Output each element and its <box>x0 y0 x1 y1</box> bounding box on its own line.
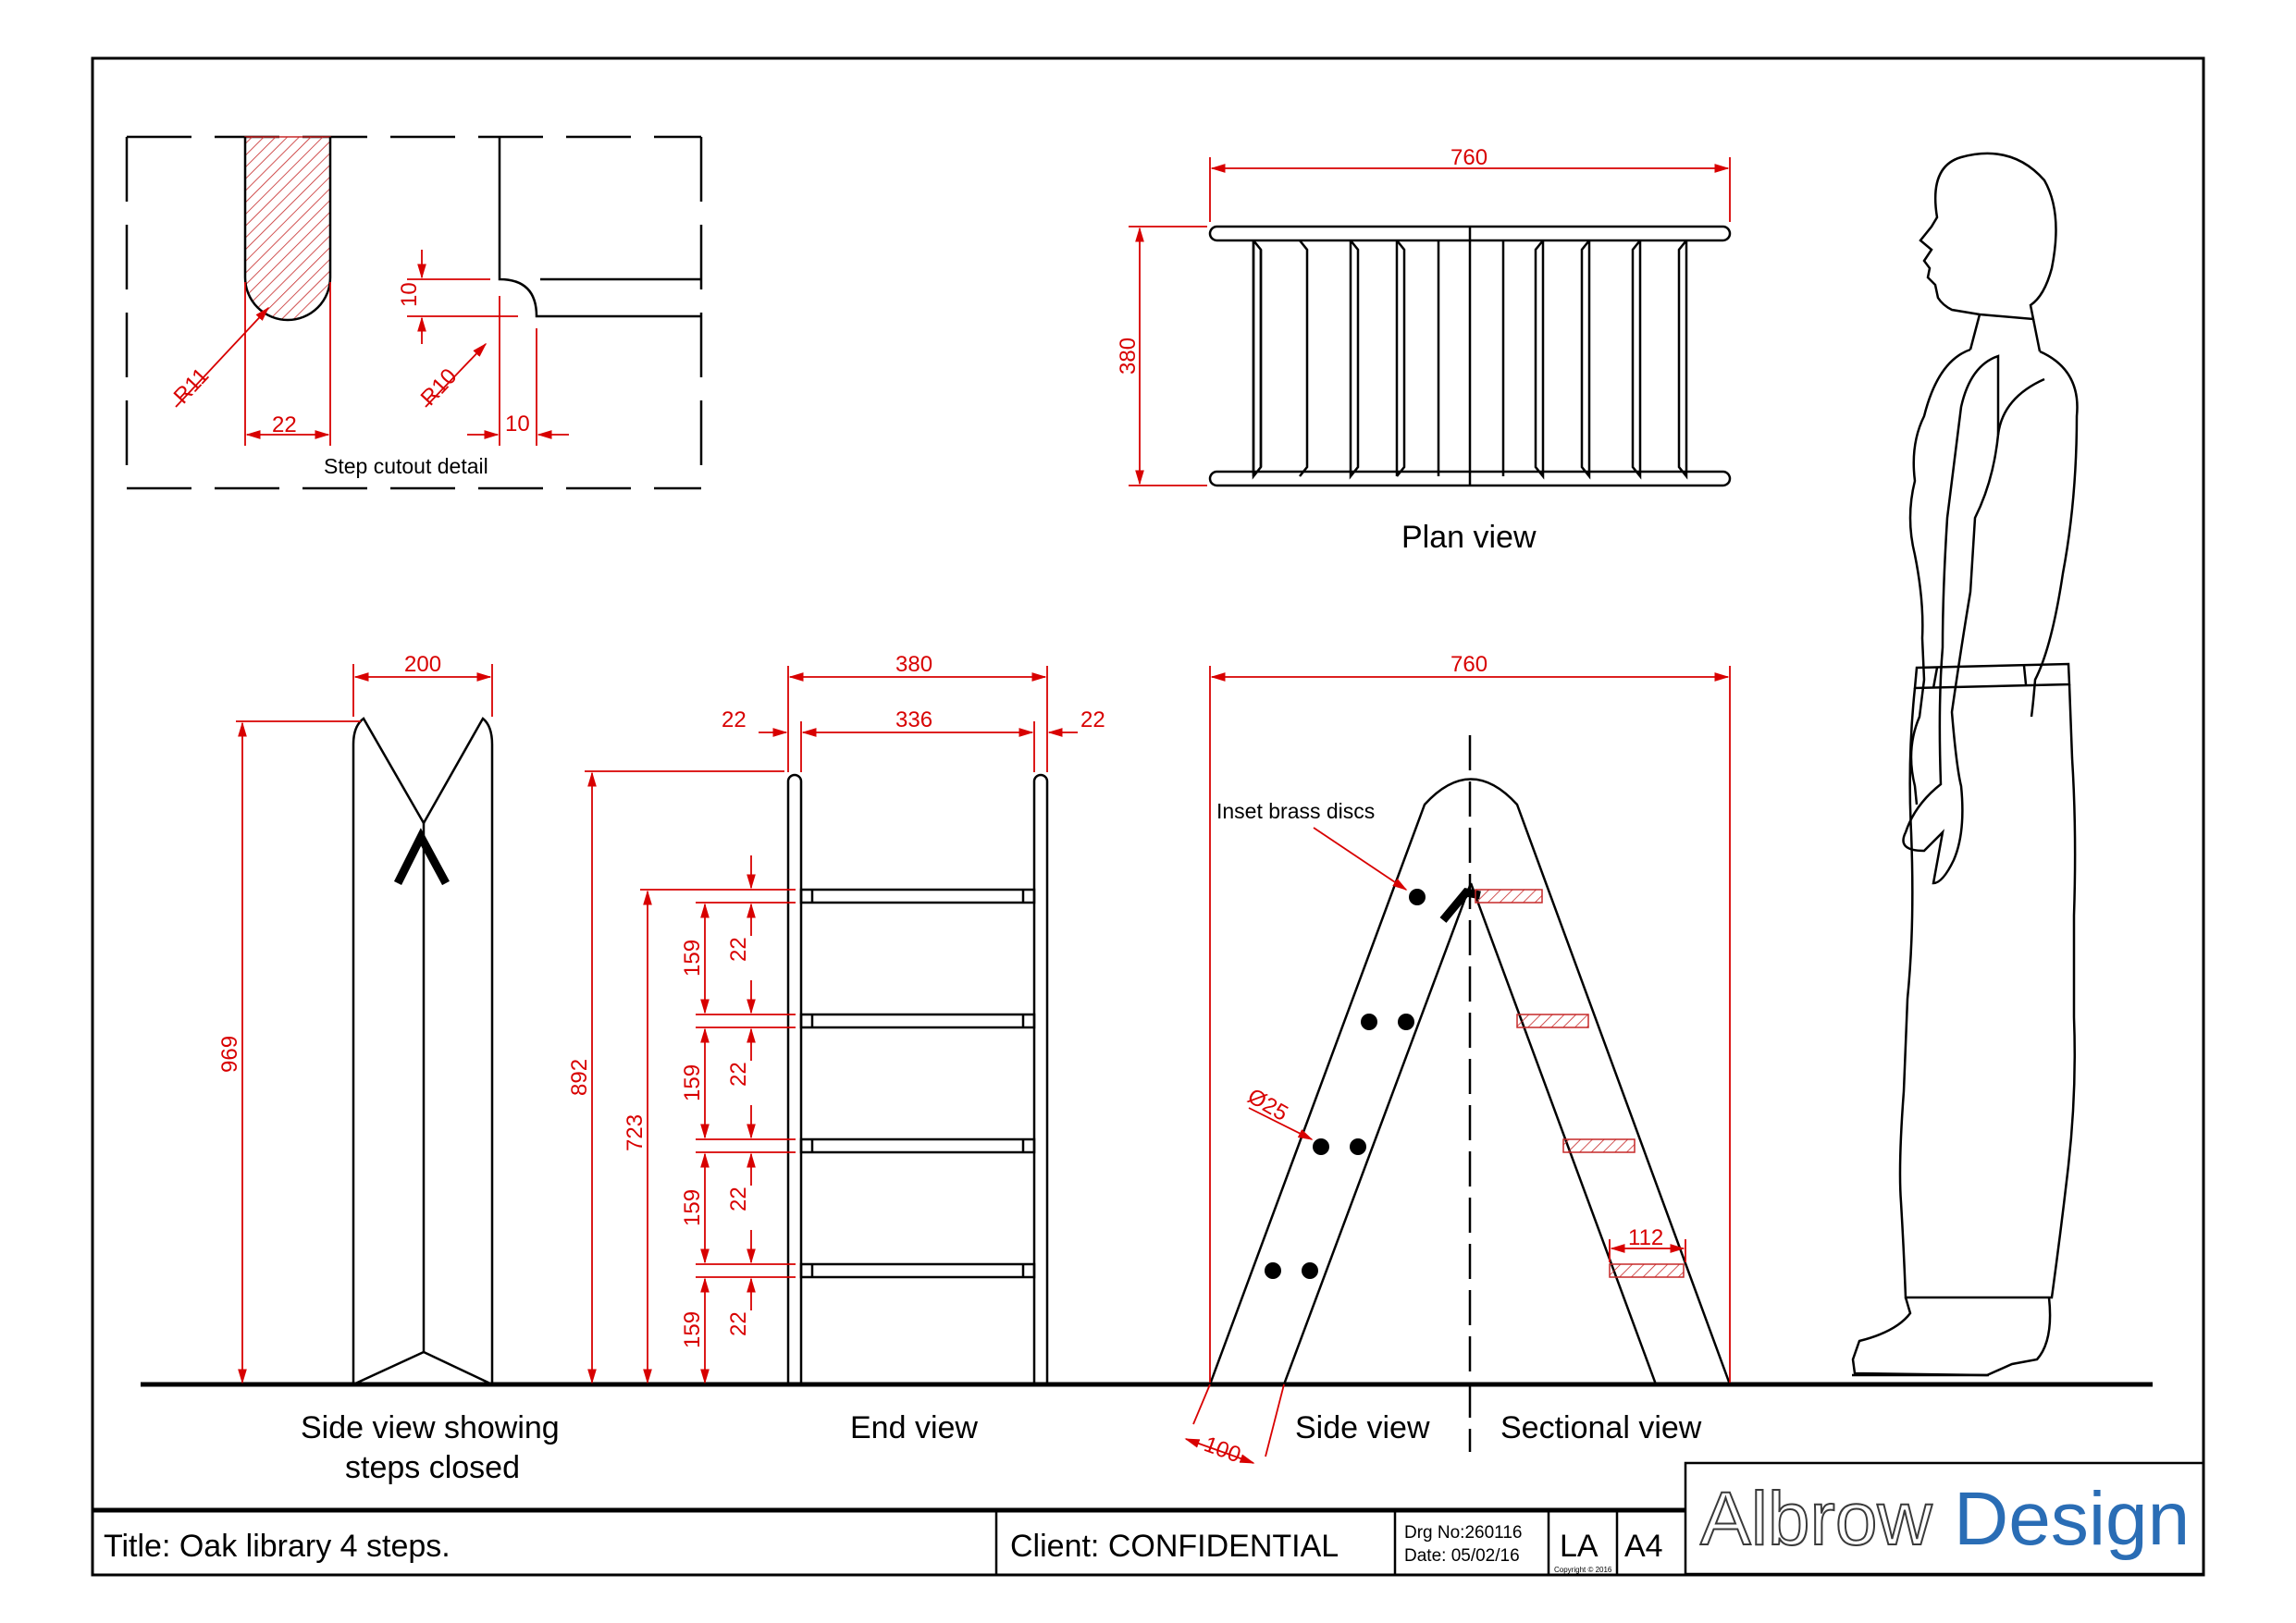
dim-side-width: 760 <box>1450 652 1487 677</box>
drawing-date: Date: 05/02/16 <box>1404 1546 1520 1566</box>
dim-r11: R11 <box>169 363 215 409</box>
caption-cutout-detail: Step cutout detail <box>324 454 488 478</box>
dim-spacing-1: 159 <box>680 940 705 977</box>
dim-10-height: 10 <box>397 282 422 307</box>
sheet-size: A4 <box>1624 1529 1663 1564</box>
dim-spacing-3: 159 <box>680 1189 705 1226</box>
dim-closed-height: 969 <box>217 1036 242 1073</box>
dim-end-left-stile: 22 <box>722 707 747 732</box>
logo-design: Design <box>1954 1477 2190 1561</box>
copyright-text: Copyright © 2016 <box>1554 1566 1612 1574</box>
plan-view: 760 380 Plan view <box>1116 145 1732 555</box>
caption-side-view: Side view <box>1295 1410 1430 1445</box>
dim-r10: R10 <box>416 363 463 411</box>
dim-tread-3: 22 <box>726 1187 751 1211</box>
title-text: Title: Oak library 4 steps. <box>104 1529 451 1564</box>
dim-22-cutout: 22 <box>272 412 297 437</box>
initials: LA <box>1560 1529 1599 1564</box>
drawing-number: Drg No:260116 <box>1404 1523 1522 1543</box>
dim-tread-2: 22 <box>726 1062 751 1087</box>
dim-end-height: 892 <box>567 1059 592 1096</box>
title-block: Title: Oak library 4 steps. Client: CONF… <box>93 1461 2205 1576</box>
dim-tread-depth: 112 <box>1628 1225 1663 1250</box>
dim-end-top-step: 723 <box>623 1114 648 1151</box>
dim-tread-1: 22 <box>726 937 751 962</box>
annotation-brass-discs: Inset brass discs <box>1216 799 1375 823</box>
step-cutout-detail: R11 R10 22 10 10 Step cutout detail <box>125 135 703 490</box>
dim-tread-4: 22 <box>726 1311 751 1336</box>
dim-plan-depth: 380 <box>1116 338 1141 375</box>
side-view-closed: 200 969 Side view showing steps closed <box>217 652 560 1485</box>
dim-closed-width: 200 <box>404 652 441 677</box>
dim-spacing-2: 159 <box>680 1064 705 1101</box>
dim-end-right-stile: 22 <box>1080 707 1105 732</box>
human-figure-outline <box>1851 152 2079 1377</box>
dim-stile-width: 100 <box>1201 1432 1244 1468</box>
dim-plan-width: 760 <box>1450 145 1487 170</box>
caption-side-closed-2: steps closed <box>345 1450 520 1485</box>
sheet-border <box>91 56 2205 1577</box>
dim-spacing-4: 159 <box>680 1311 705 1348</box>
client-text: Client: CONFIDENTIAL <box>1010 1529 1339 1564</box>
caption-sectional-view: Sectional view <box>1500 1410 1702 1445</box>
dim-end-inner: 336 <box>895 707 932 732</box>
side-view-open: Inset brass discs Ø25 760 100 112 Side v… <box>1184 652 1732 1468</box>
dim-10-width: 10 <box>505 412 530 436</box>
caption-side-closed-1: Side view showing <box>301 1410 560 1445</box>
dim-end-overall: 380 <box>895 652 932 677</box>
logo-albrow: Albrow <box>1700 1477 1932 1561</box>
caption-end-view: End view <box>850 1410 978 1445</box>
end-view: 380 336 22 22 892 723 159 159 159 <box>567 652 1105 1445</box>
caption-plan-view: Plan view <box>1401 520 1537 555</box>
dim-disc-diameter: Ø25 <box>1243 1084 1292 1126</box>
